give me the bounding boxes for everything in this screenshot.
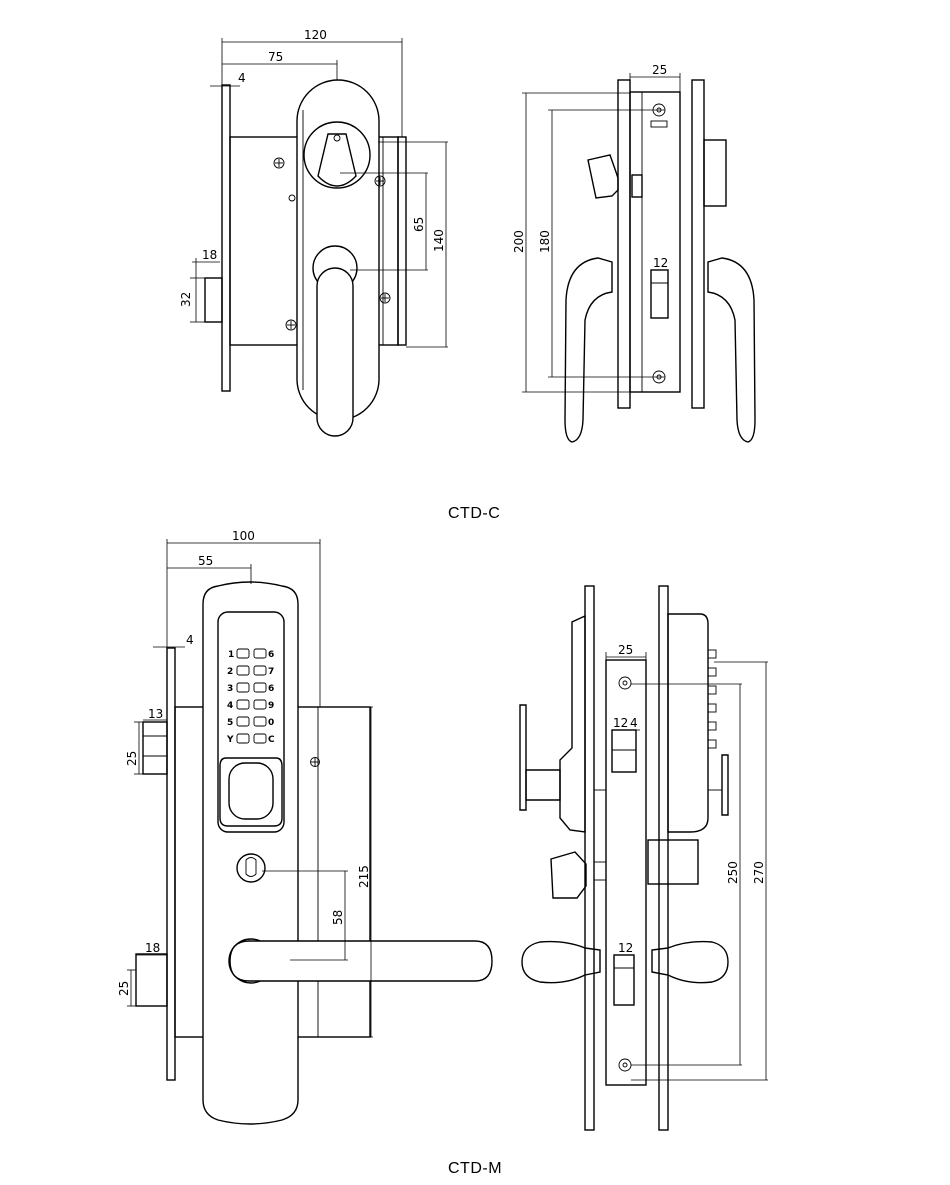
dim-140: 140 (432, 229, 446, 252)
inside-housing-side (559, 614, 586, 833)
dim-12: 12 (618, 941, 633, 955)
dim-25: 25 (652, 63, 667, 77)
dim-250: 250 (726, 861, 740, 884)
door-plate-left (617, 79, 631, 409)
caption-ctd-c: CTD-C (448, 505, 500, 522)
knob-right-side (721, 754, 729, 816)
keypad-housing-side (667, 613, 709, 833)
dim-13: 13 (148, 707, 163, 721)
dim-270: 270 (752, 861, 766, 884)
keypad-key-label: 7 (268, 667, 274, 677)
ctd-c-front-view: 120 75 4 65 140 18 32 (179, 28, 448, 437)
mortise-body (629, 91, 681, 393)
keypad-key-label: 0 (268, 718, 274, 728)
dim-4: 4 (238, 71, 246, 85)
lever-handle (316, 267, 354, 437)
dim-18: 18 (202, 248, 217, 262)
screw-icon (650, 103, 668, 384)
dim-215: 215 (357, 865, 371, 888)
dim-120: 120 (304, 28, 327, 42)
knob-left-side (519, 704, 527, 811)
dim-65: 65 (412, 217, 426, 232)
screw-icon (310, 757, 320, 767)
dim-55: 55 (198, 554, 213, 568)
latch-bolt (135, 953, 168, 1007)
ctd-m-side-view: 25 12 4 250 270 12 (519, 585, 768, 1131)
keypad-key-label: 4 (227, 701, 233, 711)
door-plate-right (691, 79, 705, 409)
dim-100: 100 (232, 529, 255, 543)
key-cylinder (236, 853, 266, 883)
keypad-key-label: Y (226, 735, 234, 745)
knob (228, 762, 274, 820)
dim-75: 75 (268, 50, 283, 64)
keypad-key-label: 9 (268, 701, 274, 711)
keypad-key-label: 6 (268, 684, 274, 694)
keyhole-icon (245, 857, 257, 877)
lever-right-side (651, 940, 729, 984)
keypad-key-label: 3 (227, 684, 233, 694)
thumb-turn-side (550, 851, 587, 899)
dim-200: 200 (512, 230, 526, 253)
door-plate-right (658, 585, 669, 1131)
dim-25: 25 (618, 643, 633, 657)
deadbolt-side (611, 729, 637, 773)
deadbolt (142, 721, 168, 775)
dim-18: 18 (145, 941, 160, 955)
knob-housing (219, 757, 283, 827)
lever-left-side (521, 940, 601, 984)
dim-4: 4 (630, 716, 638, 730)
dim-25: 25 (125, 751, 139, 766)
keypad-key-label: 2 (227, 667, 233, 677)
dim-180: 180 (538, 230, 552, 253)
escutcheon (202, 581, 299, 1125)
strike-block (703, 139, 727, 207)
keypad: 1 2 3 4 5 Y 6 7 6 9 0 C (226, 648, 275, 745)
screw-icon (273, 157, 391, 331)
keypad-key-label: 6 (268, 650, 274, 660)
keypad-frame (217, 611, 285, 833)
keypad-key-label: 5 (227, 718, 233, 728)
dim-12: 12 (653, 256, 668, 270)
dim-25: 25 (117, 981, 131, 996)
ctd-m-front-view: 1 2 3 4 5 Y 6 7 6 9 0 C (117, 529, 493, 1125)
lever-right-side (707, 257, 756, 443)
faceplate (221, 84, 231, 392)
dim-58: 58 (331, 910, 345, 925)
latch-bolt (204, 277, 223, 323)
thumb-turn-icon (317, 133, 357, 187)
faceplate (166, 647, 176, 1081)
caption-ctd-m: CTD-M (448, 1160, 502, 1177)
cylinder-block (647, 839, 699, 885)
strike-plate (397, 136, 407, 346)
keypad-key-label: 1 (228, 650, 234, 660)
latch-side (613, 954, 635, 1006)
lever-handle (229, 940, 493, 982)
lever-left-side (564, 257, 613, 443)
door-plate-left (584, 585, 595, 1131)
dim-4: 4 (186, 633, 194, 647)
thumb-turn-rose (303, 121, 371, 189)
screw-icon (618, 676, 632, 1072)
thumb-turn-side (587, 154, 619, 199)
latch-side (650, 269, 669, 319)
dim-12: 12 (613, 716, 628, 730)
dim-32: 32 (179, 292, 193, 307)
keypad-key-label: C (268, 735, 275, 745)
ctd-c-side-view: 25 200 180 12 (512, 63, 756, 443)
